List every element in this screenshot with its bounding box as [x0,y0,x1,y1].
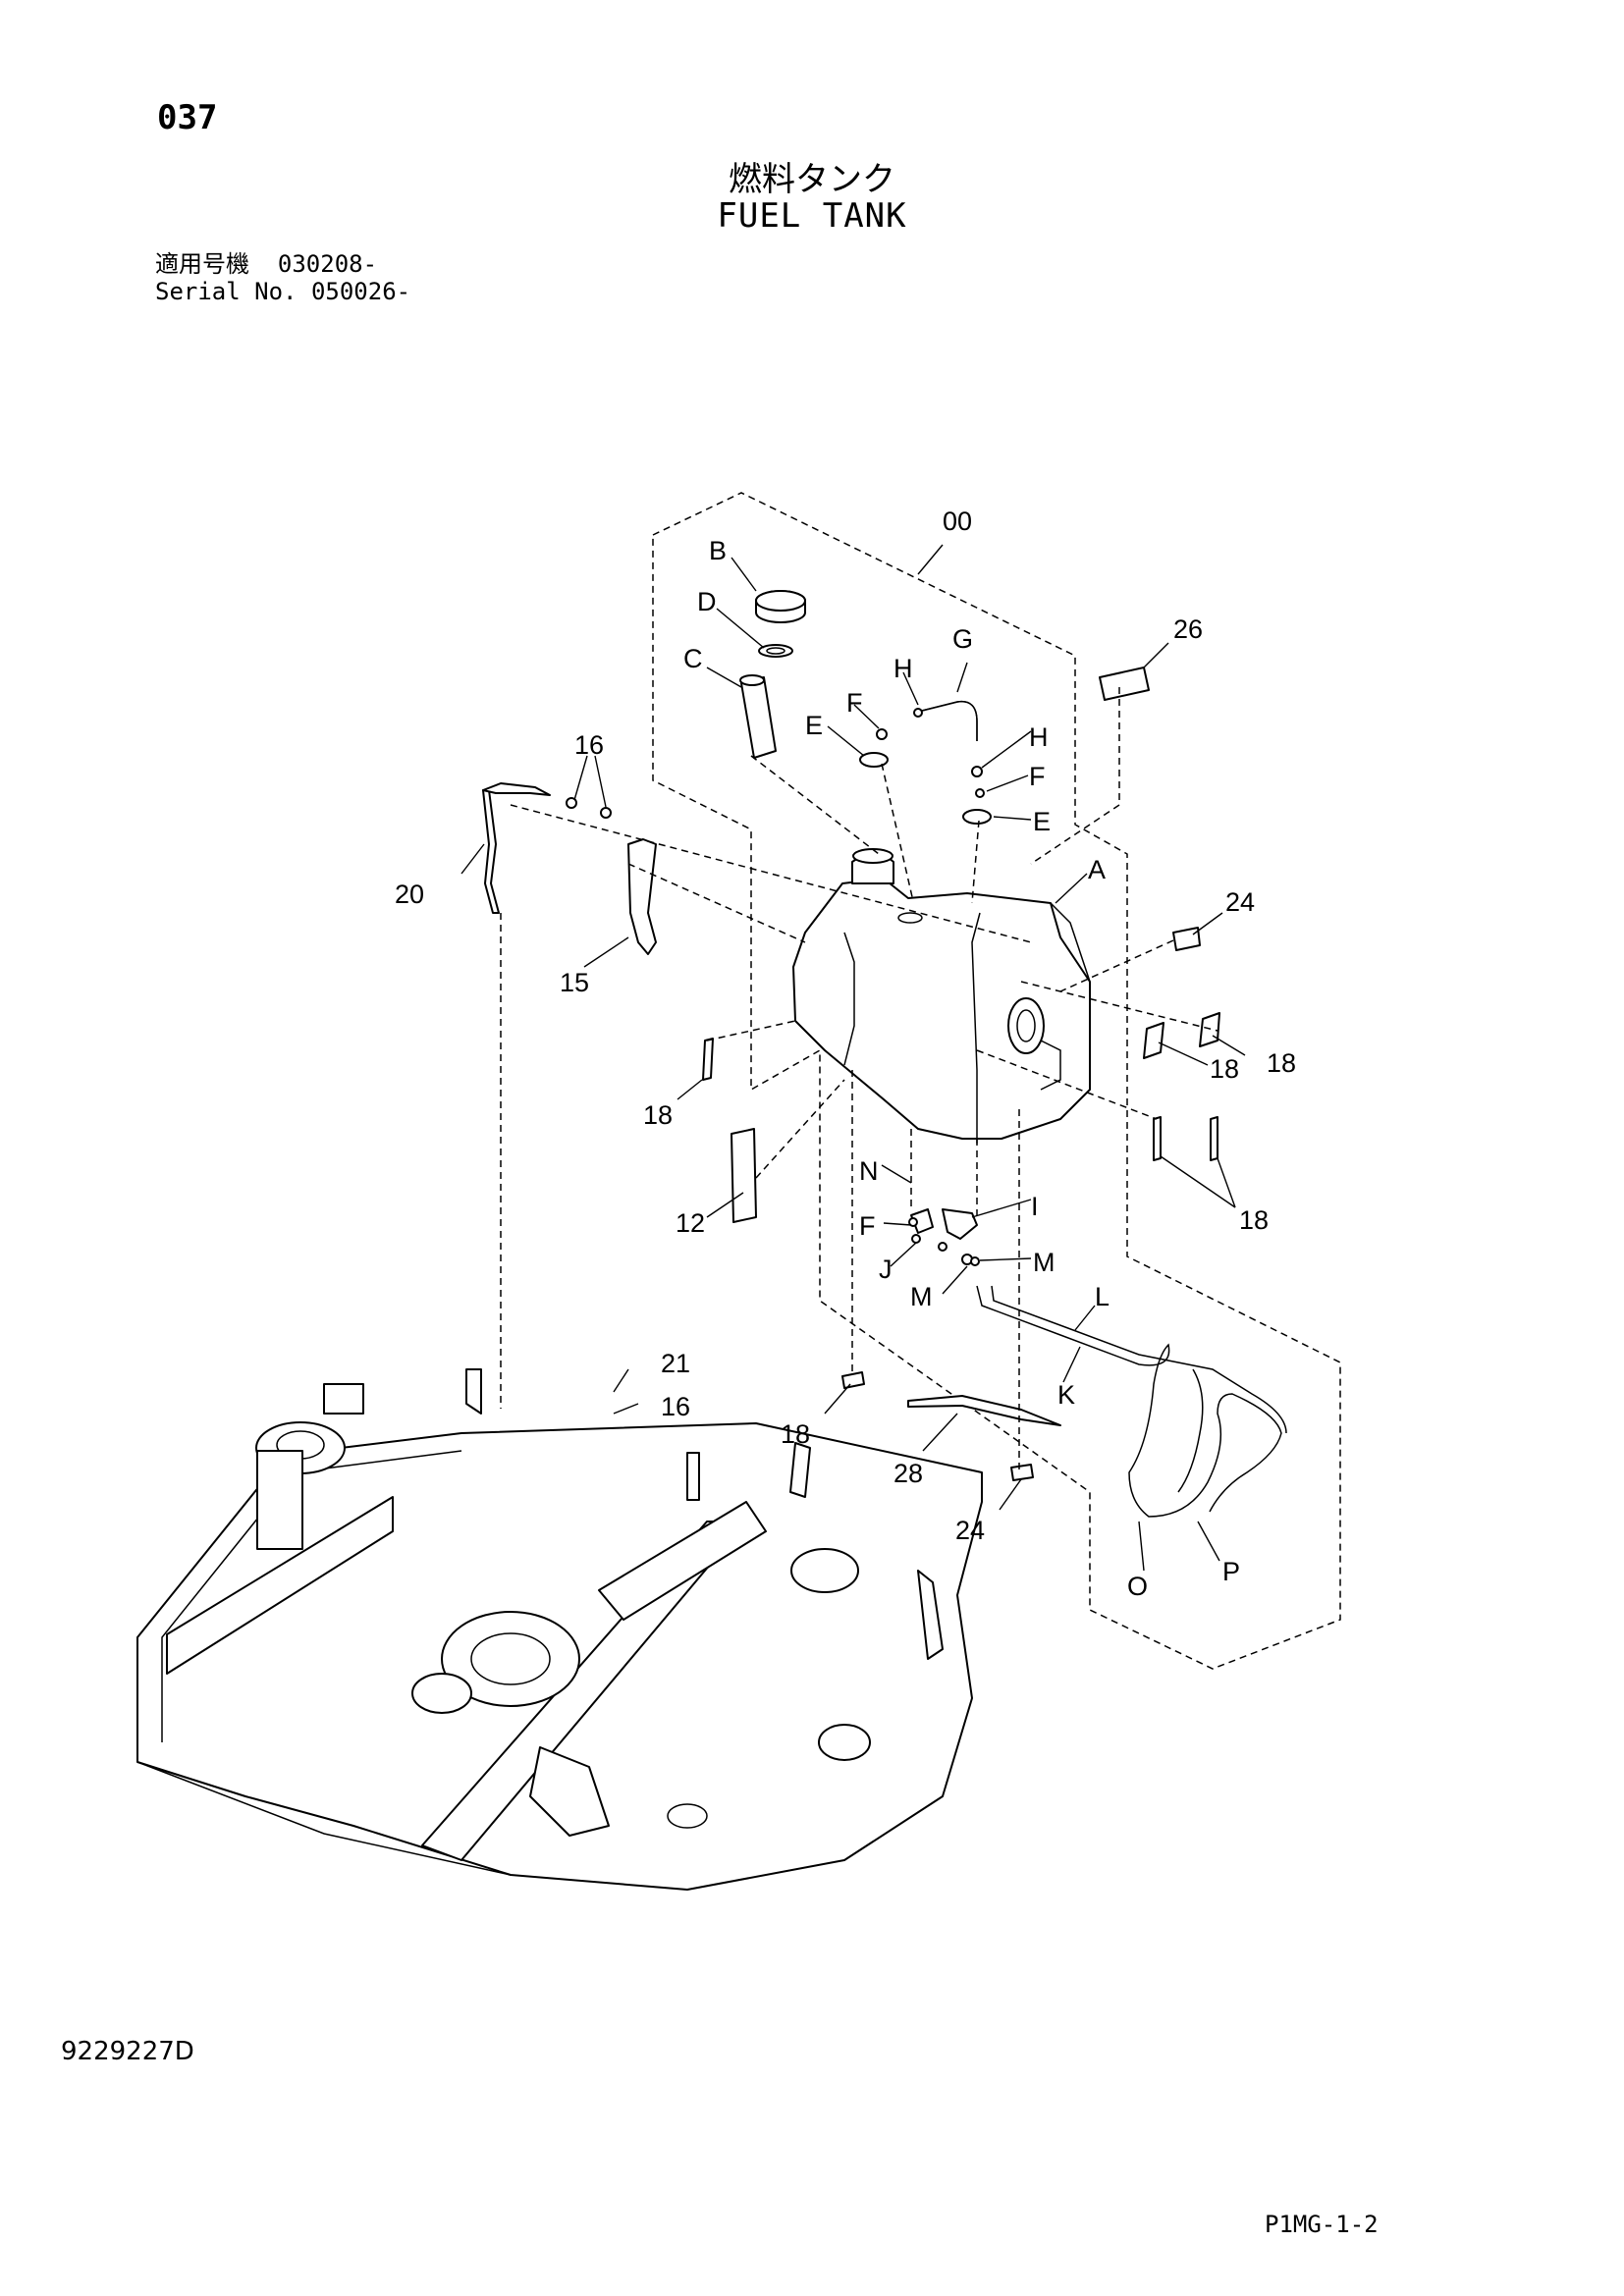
callout-B: B [709,536,727,565]
callout-00: 00 [943,507,972,536]
callout-21: 21 [661,1349,690,1378]
callout-M-right: M [1033,1248,1056,1277]
callout-E-lower: E [1033,807,1051,836]
serial-label-jp: 適用号機 [155,250,249,278]
callout-J: J [879,1255,893,1284]
callout-H-lower: H [1029,722,1049,752]
page-number: 037 [157,98,218,137]
hose-fittings [859,700,992,825]
page-title: FUEL TANK [717,196,907,236]
callout-P: P [1222,1557,1240,1586]
assembly-boundary [652,492,1341,1670]
callout-15: 15 [560,968,589,997]
serial-label-en: Serial No. [155,278,298,305]
filler-parts [739,590,806,759]
callout-24-lower: 24 [955,1516,985,1545]
callout-D: D [697,587,717,616]
callout-O: O [1127,1572,1148,1601]
callout-F-bottom: F [859,1211,876,1241]
callout-20: 20 [395,880,424,909]
callout-H-upper: H [893,654,913,683]
callout-F-lower: F [1029,762,1046,791]
callout-A: A [1088,855,1106,884]
callout-N: N [859,1156,879,1186]
callout-26: 26 [1173,614,1203,644]
fuel-tank [792,848,1091,1144]
callout-18-bottom-right: 18 [1239,1205,1269,1235]
callout-24-upper: 24 [1225,887,1255,917]
callout-labels: 00 B D C G H F E H F E 26 A 24 16 20 15 … [395,507,1296,1601]
callout-12: 12 [676,1208,705,1238]
callout-I: I [1031,1192,1039,1221]
callout-28: 28 [893,1459,923,1488]
drain-valve-parts [908,1208,980,1266]
drawing-number: 9229227D [61,2037,194,2066]
callout-E-upper: E [805,711,823,740]
callout-F-upper: F [846,688,863,718]
callout-16-upper: 16 [574,730,604,760]
callout-M-left: M [910,1282,933,1311]
page-code: P1MG-1-2 [1265,2211,1379,2238]
straps [482,782,657,955]
serial-value-jp: 030208- [277,250,378,278]
callout-C: C [683,644,703,673]
callout-G: G [952,624,973,654]
callout-L: L [1095,1282,1110,1311]
pads [702,667,1220,1481]
callout-18-right-b: 18 [1267,1048,1296,1078]
callout-16-lower: 16 [661,1392,690,1421]
leader-lines [500,687,1218,1472]
callout-leaders [460,544,1246,1572]
callout-18-left: 18 [643,1100,673,1130]
return-hoses [976,1285,1287,1518]
callout-18-bottom: 18 [781,1419,810,1449]
upper-frame [136,1368,983,1891]
callout-K: K [1057,1380,1075,1410]
serial-range: 適用号機 030208- Serial No. 050026- [155,250,410,305]
callout-18-right-a: 18 [1210,1054,1239,1084]
serial-value-en: 050026- [310,278,411,305]
page-title-japanese: 燃料タンク [729,160,895,199]
